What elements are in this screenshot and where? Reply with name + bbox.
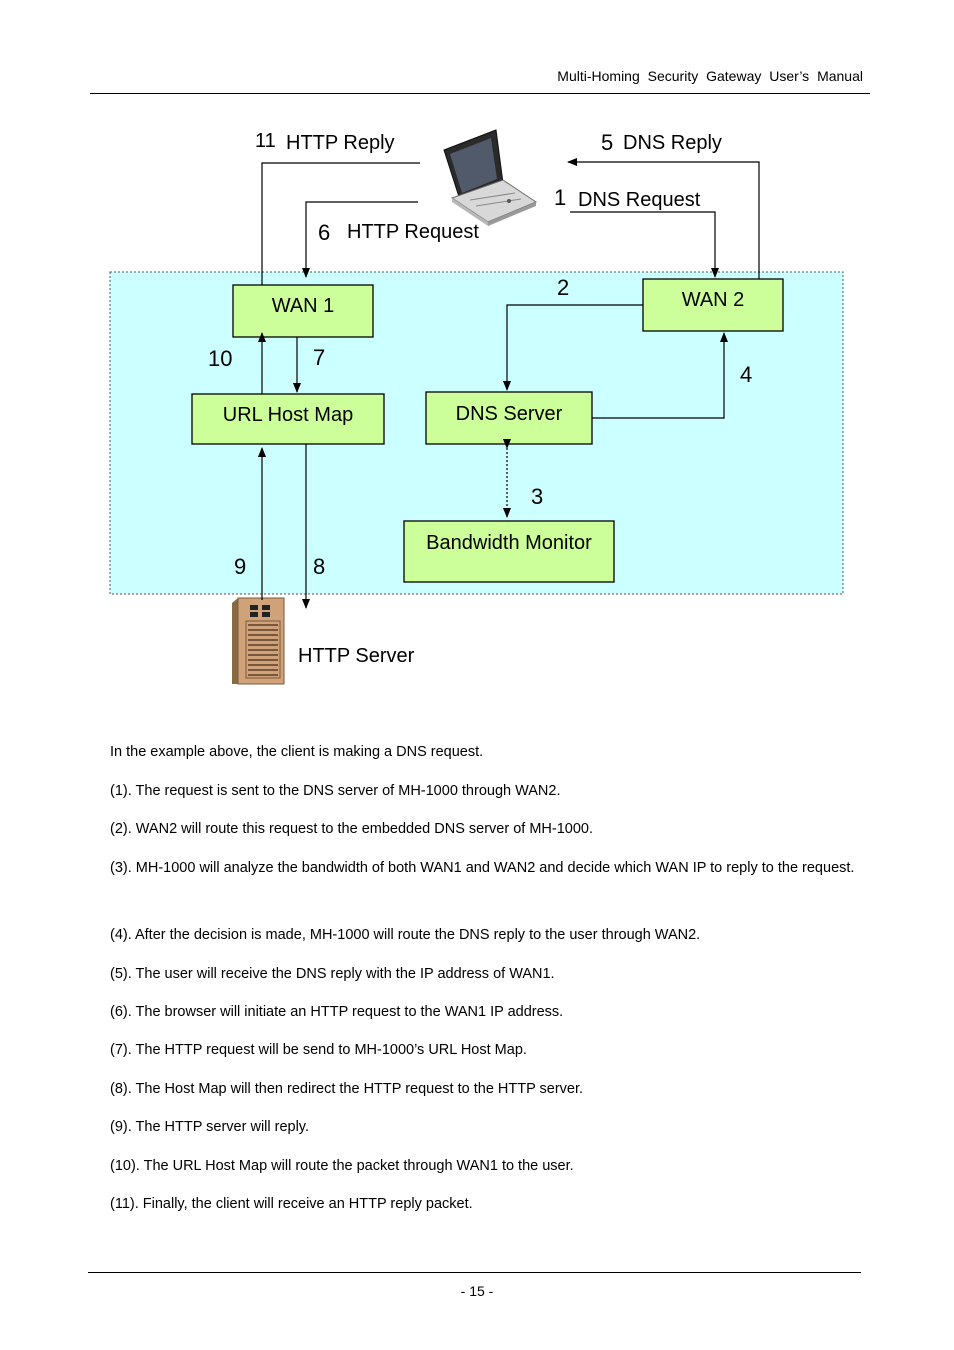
laptop-icon (443, 129, 538, 226)
dns-to-wan2-arrow (592, 332, 728, 419)
dns-reply-arrow (567, 158, 760, 279)
paragraph: (11). Finally, the client will receive a… (110, 1196, 473, 1212)
step-1-number: 1 (554, 185, 566, 210)
step-9-number: 9 (234, 554, 246, 579)
paragraph: (3). MH-1000 will analyze the bandwidth … (110, 860, 855, 876)
step-3-number: 3 (531, 484, 543, 509)
dns-request-label: DNS Request (578, 189, 701, 211)
paragraph: (2). WAN2 will route this request to the… (110, 821, 593, 837)
paragraph: (9). The HTTP server will reply. (110, 1119, 310, 1135)
server-tower-icon (232, 597, 285, 685)
dns-server-box: DNS Server (425, 391, 593, 445)
paragraph: (4). After the decision is made, MH-1000… (110, 927, 701, 943)
wan2-box: WAN 2 (642, 278, 784, 332)
paragraph: (5). The user will receive the DNS reply… (110, 966, 555, 982)
dns-http-flow-diagram: WAN 1 WAN 2 URL Host Map DNS Server Band… (109, 129, 844, 685)
wan2-to-dns-arrow (503, 304, 643, 391)
footer-divider (88, 1272, 861, 1273)
http-request-label: HTTP Request (347, 221, 479, 243)
wan2-label: WAN 2 (682, 289, 745, 311)
page-number: - 15 - (460, 1283, 494, 1299)
dns-reply-label: DNS Reply (623, 132, 722, 154)
dns-request-arrow (570, 211, 719, 278)
paragraph: In the example above, the client is maki… (110, 744, 484, 760)
http-reply-line (261, 162, 420, 285)
step-5-number: 5 (601, 130, 613, 155)
header-title: Multi-Homing Security Gateway User’s Man… (557, 68, 863, 84)
step-6-number: 6 (318, 220, 330, 245)
paragraph: (6). The browser will initiate an HTTP r… (110, 1004, 564, 1020)
step-7-number: 7 (313, 345, 325, 370)
paragraph: (1). The request is sent to the DNS serv… (110, 783, 561, 799)
paragraph: (8). The Host Map will then redirect the… (110, 1081, 584, 1097)
bandwidth-monitor-box: Bandwidth Monitor (403, 520, 615, 583)
step-11-number: 11 (255, 130, 276, 152)
http-server-label: HTTP Server (298, 645, 415, 667)
dns-server-label: DNS Server (456, 403, 563, 425)
bandwidth-monitor-label: Bandwidth Monitor (426, 532, 592, 554)
url-host-map-box: URL Host Map (191, 393, 385, 445)
paragraph: (7). The HTTP request will be send to MH… (110, 1042, 527, 1058)
header-divider (90, 93, 870, 94)
http-reply-label: HTTP Reply (286, 132, 395, 154)
step-2-number: 2 (557, 275, 569, 300)
paragraph: (10). The URL Host Map will route the pa… (110, 1158, 574, 1174)
http-request-arrow (302, 201, 418, 278)
wan1-label: WAN 1 (272, 295, 335, 317)
wan1-box: WAN 1 (232, 284, 374, 338)
step-10-number: 10 (208, 346, 232, 371)
url-host-map-label: URL Host Map (223, 404, 353, 426)
step-8-number: 8 (313, 554, 325, 579)
step-4-number: 4 (740, 362, 752, 387)
